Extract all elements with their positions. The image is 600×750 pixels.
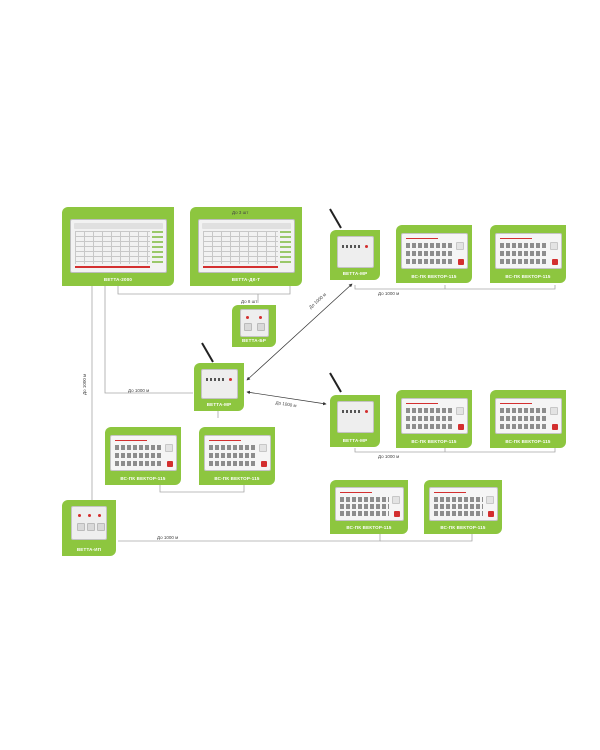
vetta-2000-panel bbox=[70, 219, 167, 273]
line-bottom-group bbox=[380, 533, 473, 542]
up-to-3-note: До 3 шт bbox=[232, 210, 249, 215]
dist-vertical: До 1000 м bbox=[82, 373, 87, 395]
tile-bc-bot-2: ВС-ПК ВЕКТОР-115 bbox=[424, 480, 502, 534]
bc-bot-2-label: ВС-ПК ВЕКТОР-115 bbox=[440, 525, 486, 530]
bc-bot-2-device bbox=[429, 487, 498, 521]
line-mid-right-group bbox=[354, 448, 556, 453]
bc-top-2-label: ВС-ПК ВЕКТОР-115 bbox=[505, 274, 551, 279]
vetta-mr-mid-device bbox=[337, 401, 374, 433]
bc-mid-1-label: ВС-ПК ВЕКТОР-115 bbox=[411, 439, 457, 444]
tile-vetta-mr-mid: ВЕТТА-МР bbox=[330, 395, 380, 447]
radio-link-lower bbox=[246, 390, 327, 406]
dist-center: До 1000 м bbox=[128, 388, 150, 393]
bc-mid-2-label: ВС-ПК ВЕКТОР-115 bbox=[505, 439, 551, 444]
tile-vetta-dk: ВЕТТА-ДК-Т bbox=[190, 207, 302, 286]
tile-bc-top-2: ВС-ПК ВЕКТОР-115 bbox=[490, 225, 566, 283]
vetta-ip-label: ВЕТТА-ИП bbox=[76, 547, 102, 552]
tile-bc-mid-1: ВС-ПК ВЕКТОР-115 bbox=[396, 390, 472, 448]
bc-top-1-label: ВС-ПК ВЕКТОР-115 bbox=[411, 274, 457, 279]
vetta-mr-center-label: ВЕТТА-МР bbox=[206, 402, 232, 407]
bc-bot-1-label: ВС-ПК ВЕКТОР-115 bbox=[346, 525, 392, 530]
bc-bot-1-device bbox=[335, 487, 404, 521]
tile-bc-left-2: ВС-ПК ВЕКТОР-115 bbox=[199, 427, 275, 485]
tile-bc-bot-1: ВС-ПК ВЕКТОР-115 bbox=[330, 480, 408, 534]
tile-vetta-ip: ВЕТТА-ИП bbox=[62, 500, 116, 556]
vetta-ip-device bbox=[71, 506, 107, 540]
dist-top-group: До 1000 м bbox=[378, 291, 400, 296]
line-left-group bbox=[159, 484, 245, 493]
vetta-mr-top-label: ВЕТТА-МР bbox=[342, 271, 368, 276]
bc-top-2-device bbox=[495, 233, 562, 269]
line-top-right-group bbox=[354, 285, 556, 290]
tile-bc-mid-2: ВС-ПК ВЕКТОР-115 bbox=[490, 390, 566, 448]
tile-bc-top-1: ВС-ПК ВЕКТОР-115 bbox=[396, 225, 472, 283]
bc-mid-1-device bbox=[401, 398, 468, 434]
tile-bc-left-1: ВС-ПК ВЕКТОР-115 bbox=[105, 427, 181, 485]
vetta-2000-label: ВЕТТА-2000 bbox=[103, 277, 133, 282]
tile-vetta-2000: ВЕТТА-2000 bbox=[62, 207, 174, 286]
bc-left-2-device bbox=[204, 435, 271, 471]
bc-left-1-label: ВС-ПК ВЕКТОР-115 bbox=[120, 476, 166, 481]
dist-mid-group: До 1000 м bbox=[378, 454, 400, 459]
vetta-dk-label: ВЕТТА-ДК-Т bbox=[231, 277, 261, 282]
dist-bottom: До 1000 м bbox=[157, 535, 179, 540]
line-to-mr-center bbox=[104, 282, 193, 394]
tile-vetta-mr-top: ВЕТТА-МР bbox=[330, 230, 380, 280]
tile-vetta-mr-center: ВЕТТА-МР bbox=[194, 363, 244, 411]
radio-link-upper bbox=[246, 283, 353, 381]
bc-top-1-device bbox=[401, 233, 468, 269]
vetta-mr-mid-label: ВЕТТА-МР bbox=[342, 438, 368, 443]
bc-left-2-label: ВС-ПК ВЕКТОР-115 bbox=[214, 476, 260, 481]
bc-left-1-device bbox=[110, 435, 177, 471]
tile-vetta-br: ВЕТТА-БР bbox=[232, 305, 276, 347]
bc-mid-2-device bbox=[495, 398, 562, 434]
vetta-mr-top-device bbox=[337, 236, 374, 268]
vetta-br-device bbox=[240, 309, 269, 337]
vetta-dk-panel bbox=[198, 219, 295, 273]
vetta-mr-center-device bbox=[201, 369, 238, 399]
up-to-8-note: До 8 шт bbox=[241, 299, 258, 304]
vetta-br-label: ВЕТТА-БР bbox=[241, 338, 267, 343]
